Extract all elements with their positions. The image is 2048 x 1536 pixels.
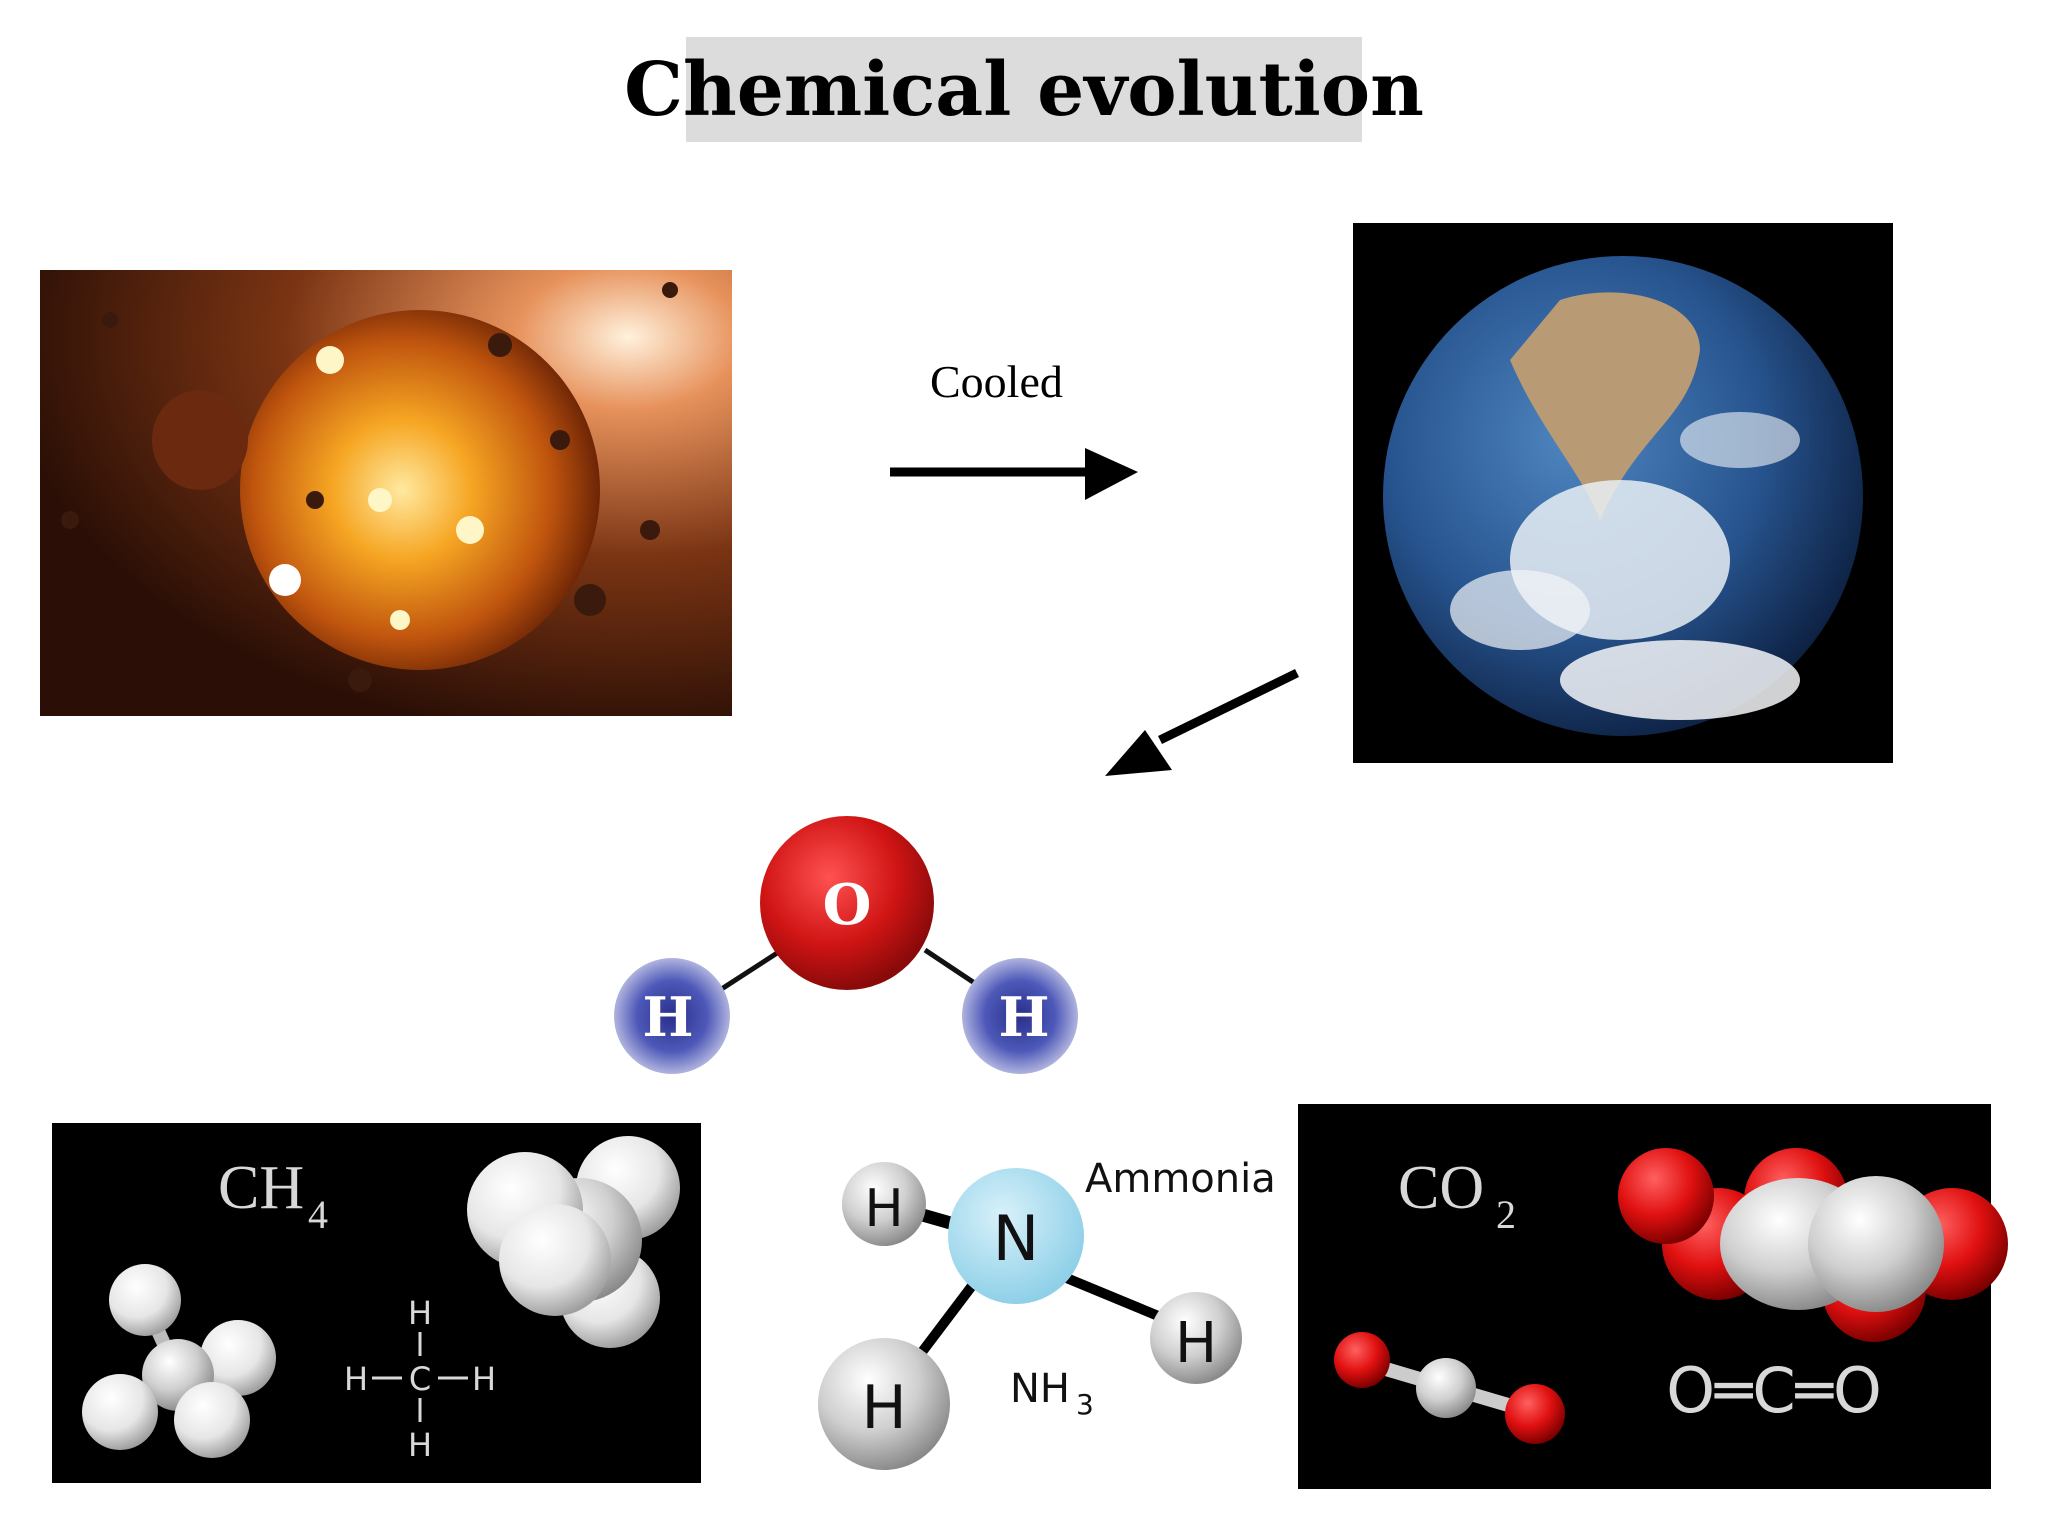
arrow-cooled	[890, 448, 1138, 500]
svg-text:H: H	[408, 1294, 432, 1332]
water-o-label: O	[823, 872, 872, 938]
svg-text:H: H	[472, 1360, 496, 1398]
water-h-right-label: H	[998, 985, 1049, 1049]
methane-ball-stick-model	[82, 1264, 276, 1458]
co2-space-filling-model	[1618, 1148, 2008, 1342]
nitrogen-atom	[948, 1168, 1084, 1304]
methane-panel: CH 4 H H C H H	[52, 1123, 701, 1483]
ammonia-h-bottom-label: H	[861, 1373, 906, 1443]
arrow-to-molecules	[1105, 668, 1299, 776]
ammonia-molecule: N H H H Ammonia NH 3	[818, 1156, 1276, 1470]
co2-structural-formula: O═C═O	[1666, 1354, 1882, 1427]
page-title: Chemical evolution	[624, 37, 1424, 142]
earth-image	[1353, 223, 1893, 763]
hydrogen-atom-right	[962, 958, 1078, 1074]
ammonia-n-label: N	[993, 1202, 1039, 1275]
ammonia-formula: NH	[1010, 1366, 1070, 1412]
arrow-label-cooled: Cooled	[930, 356, 1063, 407]
co2-ball-stick-model	[1334, 1332, 1565, 1444]
methane-formula: CH	[218, 1154, 304, 1222]
svg-text:H: H	[408, 1426, 432, 1464]
water-molecule: O H H	[614, 816, 1078, 1074]
co2-formula: CO	[1398, 1154, 1484, 1222]
ammonia-name: Ammonia	[1085, 1156, 1276, 1202]
methane-structural-formula: H H C H H	[344, 1294, 496, 1464]
methane-space-filling-model	[467, 1136, 680, 1348]
svg-text:C: C	[409, 1360, 431, 1398]
ammonia-h-right-label: H	[1175, 1311, 1217, 1376]
ammonia-h-tl-label: H	[864, 1179, 903, 1239]
ammonia-subscript: 3	[1076, 1388, 1094, 1421]
water-h-left-label: H	[642, 985, 693, 1049]
ammonia-h-bottom	[818, 1338, 950, 1470]
ammonia-h-right	[1150, 1292, 1242, 1384]
molten-earth-image	[40, 270, 732, 716]
methane-subscript: 4	[308, 1192, 328, 1237]
svg-text:H: H	[344, 1360, 368, 1398]
hydrogen-atom-left	[614, 958, 730, 1074]
co2-subscript: 2	[1496, 1192, 1516, 1237]
co2-panel: CO 2 O═C═O	[1298, 1104, 2008, 1489]
oxygen-atom	[760, 816, 934, 990]
ammonia-h-topleft	[842, 1162, 926, 1246]
